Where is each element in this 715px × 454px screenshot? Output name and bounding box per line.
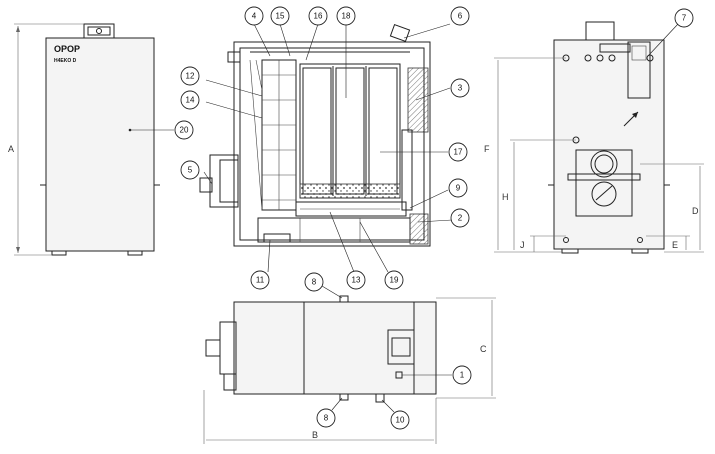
callout-8-top: 8: [304, 272, 324, 292]
dim-label-a: A: [8, 144, 14, 154]
svg-text:12: 12: [186, 72, 195, 81]
svg-text:13: 13: [352, 276, 361, 285]
svg-text:7: 7: [682, 14, 687, 23]
callout-4: 4: [244, 6, 264, 26]
callout-17: 17: [448, 142, 468, 162]
svg-text:20: 20: [180, 126, 189, 135]
callout-2: 2: [450, 208, 470, 228]
callout-11: 11: [250, 270, 270, 290]
callout-13: 13: [346, 270, 366, 290]
callout-6: 6: [450, 6, 470, 26]
svg-text:18: 18: [342, 12, 351, 21]
svg-text:3: 3: [458, 84, 463, 93]
svg-text:10: 10: [396, 416, 405, 425]
top-view: C B: [203, 285, 496, 444]
callout-20: 20: [174, 120, 194, 140]
svg-text:8: 8: [324, 414, 329, 423]
svg-text:5: 5: [188, 166, 193, 175]
svg-text:15: 15: [276, 12, 285, 21]
callout-10: 10: [390, 410, 410, 430]
callout-12: 12: [180, 66, 200, 86]
svg-text:9: 9: [456, 184, 461, 193]
dim-label-d: D: [692, 206, 699, 216]
dim-label-c: C: [480, 344, 487, 354]
svg-text:19: 19: [390, 276, 399, 285]
svg-text:11: 11: [256, 276, 265, 285]
svg-text:16: 16: [314, 12, 323, 21]
dim-label-b: B: [312, 430, 318, 440]
svg-text:1: 1: [460, 371, 465, 380]
callout-16: 16: [308, 6, 328, 26]
front-view: OPOP H4EKO D A: [8, 23, 174, 256]
dim-label-e: E: [672, 240, 678, 250]
callout-15: 15: [270, 6, 290, 26]
callout-8-bottom: 8: [316, 408, 336, 428]
callout-3: 3: [450, 78, 470, 98]
model-name: H4EKO D: [54, 58, 77, 64]
callout-7: 7: [674, 8, 694, 28]
callout-1: 1: [452, 365, 472, 385]
svg-text:6: 6: [458, 12, 463, 21]
callout-14: 14: [180, 90, 200, 110]
svg-text:8: 8: [312, 278, 317, 287]
callout-9: 9: [448, 178, 468, 198]
rear-view: F H J D E: [484, 21, 704, 254]
svg-text:17: 17: [454, 148, 463, 157]
dim-label-h: H: [502, 192, 509, 202]
callout-19: 19: [384, 270, 404, 290]
callout-5: 5: [180, 160, 200, 180]
dim-label-f: F: [484, 144, 490, 154]
callout-18: 18: [336, 6, 356, 26]
svg-text:4: 4: [252, 12, 257, 21]
svg-text:2: 2: [458, 214, 463, 223]
dim-label-j: J: [520, 240, 525, 250]
brand-logo: OPOP: [54, 44, 80, 54]
svg-text:14: 14: [186, 96, 195, 105]
exchanger-tubes: [262, 60, 296, 210]
callouts: 1 2 3 4 5 6 7 8 8 9 10 11 12 13 14 15 16…: [174, 6, 694, 430]
section-view: [199, 23, 453, 273]
